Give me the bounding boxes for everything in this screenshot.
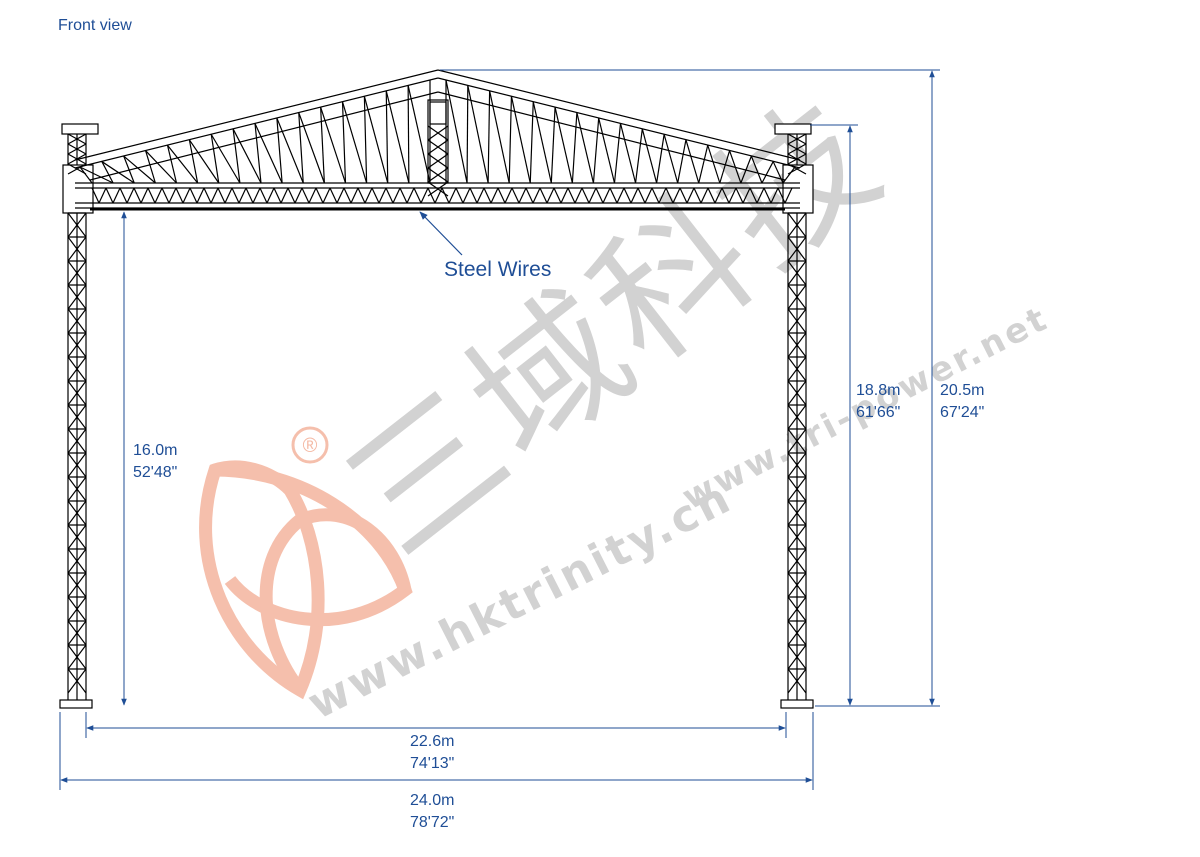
- registered-mark: ®: [303, 435, 318, 457]
- inner-width-imperial: 74'13": [410, 755, 455, 772]
- column-height-imperial: 61'66": [856, 404, 901, 421]
- steel-wires-leader: [419, 211, 463, 256]
- column-height-metric: 18.8m: [856, 382, 901, 399]
- view-title: Front view: [58, 17, 132, 34]
- brand-watermark-text: 三域科技: [315, 67, 914, 588]
- clear-height-dimension: 16.0m 52'48": [133, 440, 177, 484]
- clear-height-imperial: 52'48": [133, 464, 178, 481]
- total-height-imperial: 67'24": [940, 404, 985, 421]
- overall-width-metric: 24.0m: [410, 792, 455, 809]
- right-tower: [774, 123, 814, 709]
- clear-height-metric: 16.0m: [133, 442, 178, 459]
- left-tower: [59, 123, 99, 709]
- overall-width-imperial: 78'72": [410, 814, 455, 831]
- dimension-lines: [59, 69, 940, 790]
- total-height-dimension: 20.5m 67'24": [940, 380, 984, 424]
- inner-width-metric: 22.6m: [410, 733, 455, 750]
- overall-width-dimension: 24.0m 78'72": [410, 790, 454, 834]
- steel-wires-label: Steel Wires: [444, 258, 552, 281]
- trinity-logo-watermark: [199, 426, 413, 700]
- column-height-dimension: 18.8m 61'66": [856, 380, 900, 424]
- total-height-metric: 20.5m: [940, 382, 985, 399]
- inner-width-dimension: 22.6m 74'13": [410, 731, 454, 775]
